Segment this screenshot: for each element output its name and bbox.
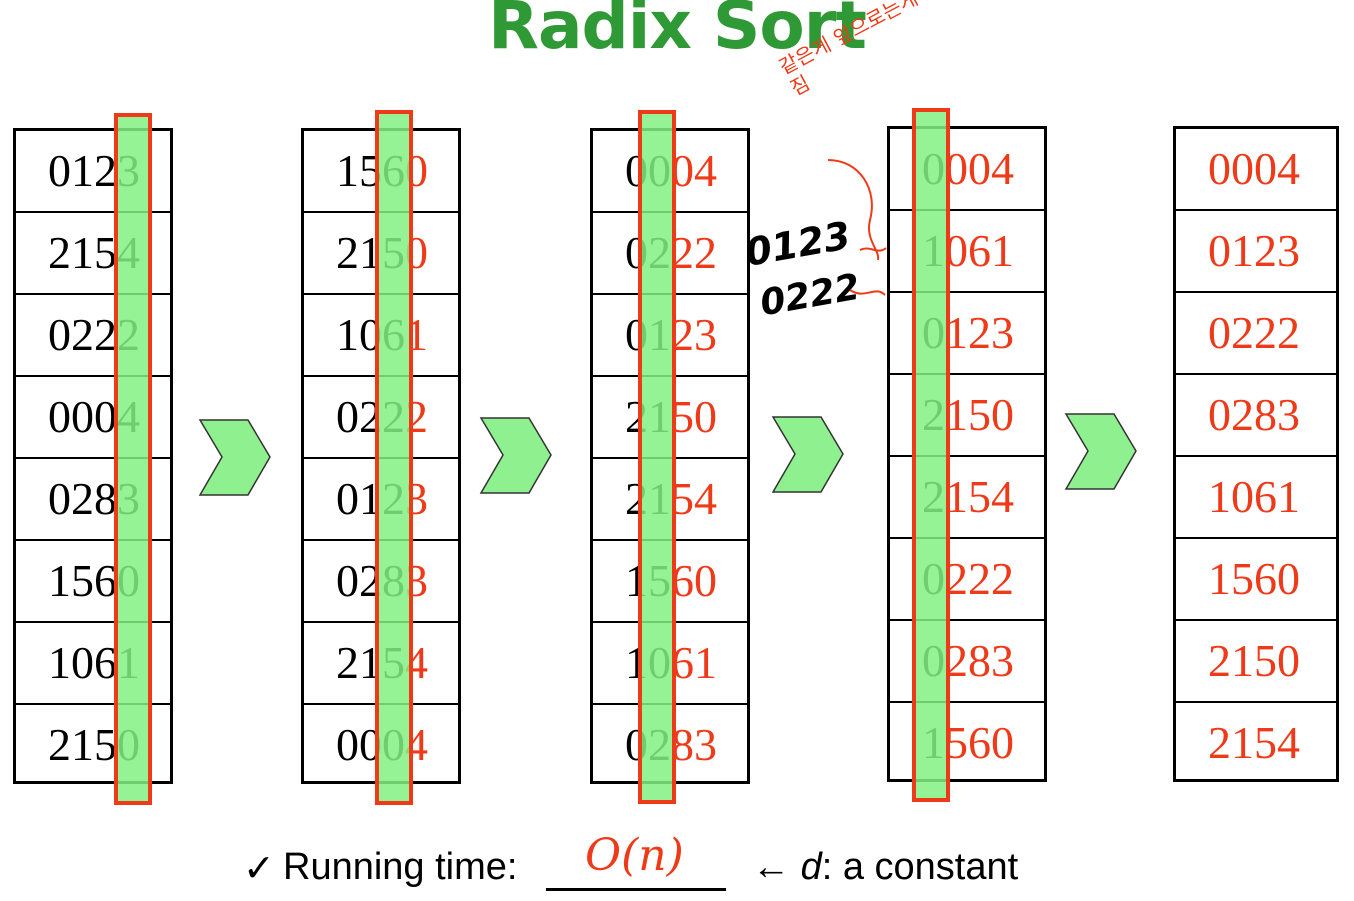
table-row: 0123	[1176, 211, 1336, 293]
chevron-arrow-icon	[771, 416, 844, 493]
digit-column-highlight	[375, 110, 413, 805]
answer-blank	[546, 846, 726, 891]
check-icon: ✓	[243, 848, 275, 890]
running-time-line: ✓ Running time: O(n) ← d: a constant	[0, 830, 1354, 898]
page-title: Radix Sort	[488, 0, 867, 64]
table-pass-4: 0004 1061 0123 2150 2154 0222 0283 1560	[887, 126, 1047, 782]
chevron-arrow-icon	[198, 419, 271, 496]
constant-note: ← d: a constant	[752, 846, 1019, 888]
digit-column-highlight	[638, 110, 676, 804]
table-sorted-result: 0004 0123 0222 0283 1061 1560 2150 2154	[1173, 126, 1339, 782]
chevron-arrow-icon	[479, 417, 552, 494]
digit-column-highlight	[912, 108, 950, 802]
table-row: 2150	[1176, 621, 1336, 703]
chevron-arrow-icon	[1064, 413, 1137, 490]
table-row: 0004	[1176, 129, 1336, 211]
table-row: 1061	[1176, 457, 1336, 539]
table-row: 0222	[1176, 293, 1336, 375]
digit-column-highlight	[114, 113, 152, 805]
table-row: 0283	[1176, 375, 1336, 457]
table-row: 1560	[1176, 539, 1336, 621]
running-time-label: Running time:	[283, 846, 518, 888]
table-row: 2154	[1208, 717, 1300, 768]
handwritten-answer: O(n)	[585, 830, 684, 881]
handwritten-brace	[827, 159, 887, 296]
